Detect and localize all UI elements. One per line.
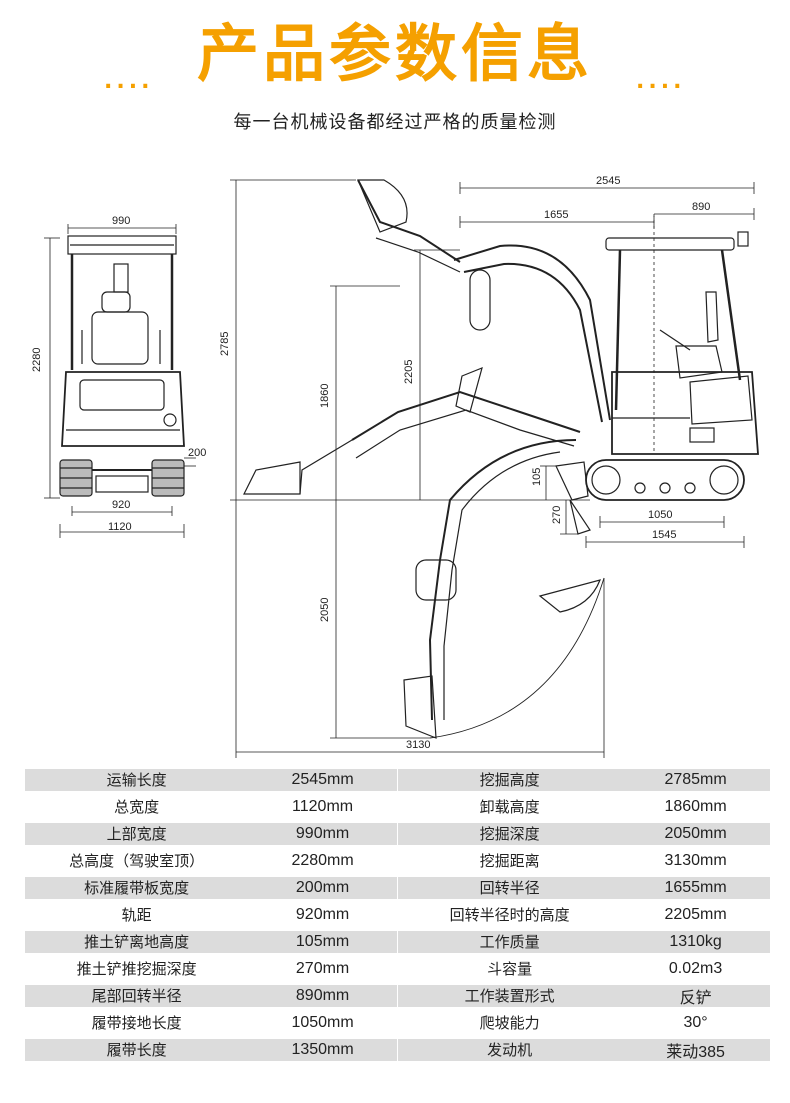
spec-table: 运输长度 2545mm 挖掘高度 2785mm 总宽度 1120mm 卸载高度 1860… [25,766,770,1063]
spec-value: 2050mm [664,824,727,842]
excavator-technical-drawing: 990 2280 200 920 1120 2545 1655 890 2785… [31,175,759,758]
spec-value: 2280mm [291,851,354,869]
dim-blade-depth: 270 [551,506,563,524]
spec-label: 挖掘高度 [479,771,540,789]
table-row: 履带长度 1350mm 发动机 莱动385 [25,1036,770,1063]
spec-value: 890mm [295,986,350,1004]
spec-value: 105mm [295,932,350,950]
spec-label: 总宽度 [114,798,160,816]
spec-label: 工作质量 [479,933,540,951]
page-title: 产品参数信息 [196,17,593,90]
spec-label: 斗容量 [487,960,533,978]
dim-total-width: 1120 [108,521,132,533]
spec-label: 推土铲离地高度 [84,933,190,951]
dim-dig-reach: 3130 [406,739,430,751]
spec-label: 尾部回转半径 [91,987,182,1005]
side-view-dimensions [230,179,755,758]
dim-blade-lift: 105 [531,468,543,486]
spec-label: 工作装置形式 [464,987,555,1005]
table-row: 运输长度 2545mm 挖掘高度 2785mm [25,766,770,793]
page-subtitle: 每一台机械设备都经过严格的质量检测 [233,112,557,133]
dim-upper-width: 990 [112,215,130,227]
spec-value: 2205mm [664,905,727,923]
dim-tail-radius: 890 [692,201,710,213]
front-view-dimensions [44,224,196,538]
spec-value: 2785mm [664,770,727,788]
side-view-machine [243,179,759,739]
spec-value: 1655mm [664,878,727,896]
spec-value: 990mm [295,824,350,842]
spec-label: 总高度（驾驶室顶） [69,852,205,870]
dim-dig-height: 2785 [219,332,231,356]
table-row: 推土铲离地高度 105mm 工作质量 1310kg [25,928,770,955]
spec-label: 运输长度 [106,771,167,789]
spec-value: 反铲 [679,989,712,1007]
dim-swing-height: 2205 [403,360,415,384]
spec-label: 上部宽度 [106,825,167,843]
table-row: 上部宽度 990mm 挖掘深度 2050mm [25,820,770,847]
spec-value: 1050mm [291,1013,354,1031]
spec-value: 莱动385 [666,1043,725,1061]
title-dots-right: .... [636,69,686,94]
spec-value: 1860mm [664,797,727,815]
spec-label: 标准履带板宽度 [84,879,190,897]
front-view-machine [59,235,185,497]
spec-label: 履带接地长度 [91,1014,182,1032]
table-row: 尾部回转半径 890mm 工作装置形式 反铲 [25,982,770,1009]
dim-track-length: 1545 [652,529,676,541]
spec-value: 30° [683,1013,708,1031]
dim-dig-depth: 2050 [319,598,331,622]
spec-value: 3130mm [664,851,727,869]
spec-value: 270mm [295,959,350,977]
spec-value: 2545mm [291,770,354,788]
dim-ground-length: 1050 [648,509,672,521]
dim-gauge: 920 [112,499,130,511]
spec-label: 回转半径 [479,879,540,897]
spec-value: 1120mm [292,797,354,815]
spec-value: 0.02m3 [668,959,723,977]
spec-label: 卸载高度 [479,798,540,816]
spec-label: 挖掘深度 [479,825,540,843]
dim-total-height: 2280 [31,348,43,372]
table-row: 轨距 920mm 回转半径时的高度 2205mm [25,901,770,928]
spec-label: 履带长度 [106,1041,167,1059]
title-dots-left: .... [104,69,154,94]
spec-label: 推土铲推挖掘深度 [76,960,197,978]
dim-swing-radius: 1655 [544,209,568,221]
spec-label: 挖掘距离 [479,852,540,870]
dim-track-width: 200 [188,447,206,459]
spec-label: 回转半径时的高度 [449,906,570,924]
spec-value: 200mm [295,878,350,896]
spec-label: 发动机 [487,1041,533,1059]
spec-value: 1310kg [669,932,722,950]
header: .... 产品参数信息 .... 每一台机械设备都经过严格的质量检测 [0,0,790,140]
dim-dump-height: 1860 [319,384,331,408]
table-row: 标准履带板宽度 200mm 回转半径 1655mm [25,874,770,901]
table-row: 推土铲推挖掘深度 270mm 斗容量 0.02m3 [25,955,770,982]
table-row: 总高度（驾驶室顶） 2280mm 挖掘距离 3130mm [25,847,770,874]
dim-transport-length: 2545 [596,175,620,187]
spec-label: 轨距 [121,906,152,924]
spec-label: 爬坡能力 [479,1014,540,1032]
table-row: 总宽度 1120mm 卸载高度 1860mm [25,793,770,820]
table-row: 履带接地长度 1050mm 爬坡能力 30° [25,1009,770,1036]
spec-value: 1350mm [291,1040,354,1058]
spec-value: 920mm [295,905,350,923]
